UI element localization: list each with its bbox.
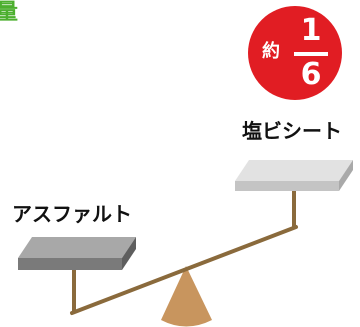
pvc-sheet-block — [235, 160, 353, 191]
ratio-badge: 約 1 6 — [248, 6, 342, 100]
asphalt-block — [18, 237, 136, 270]
label-pvc-sheet: 塩ビシート — [242, 119, 342, 143]
label-asphalt: アスファルト — [12, 202, 132, 226]
badge-denominator: 6 — [300, 57, 322, 92]
badge-numerator: 1 — [300, 13, 322, 48]
badge-fraction-bar — [294, 52, 328, 56]
heading-fragment: 量 — [0, 0, 19, 25]
scale-beam — [70, 225, 298, 315]
badge-prefix: 約 — [262, 41, 280, 62]
fulcrum — [161, 266, 212, 327]
